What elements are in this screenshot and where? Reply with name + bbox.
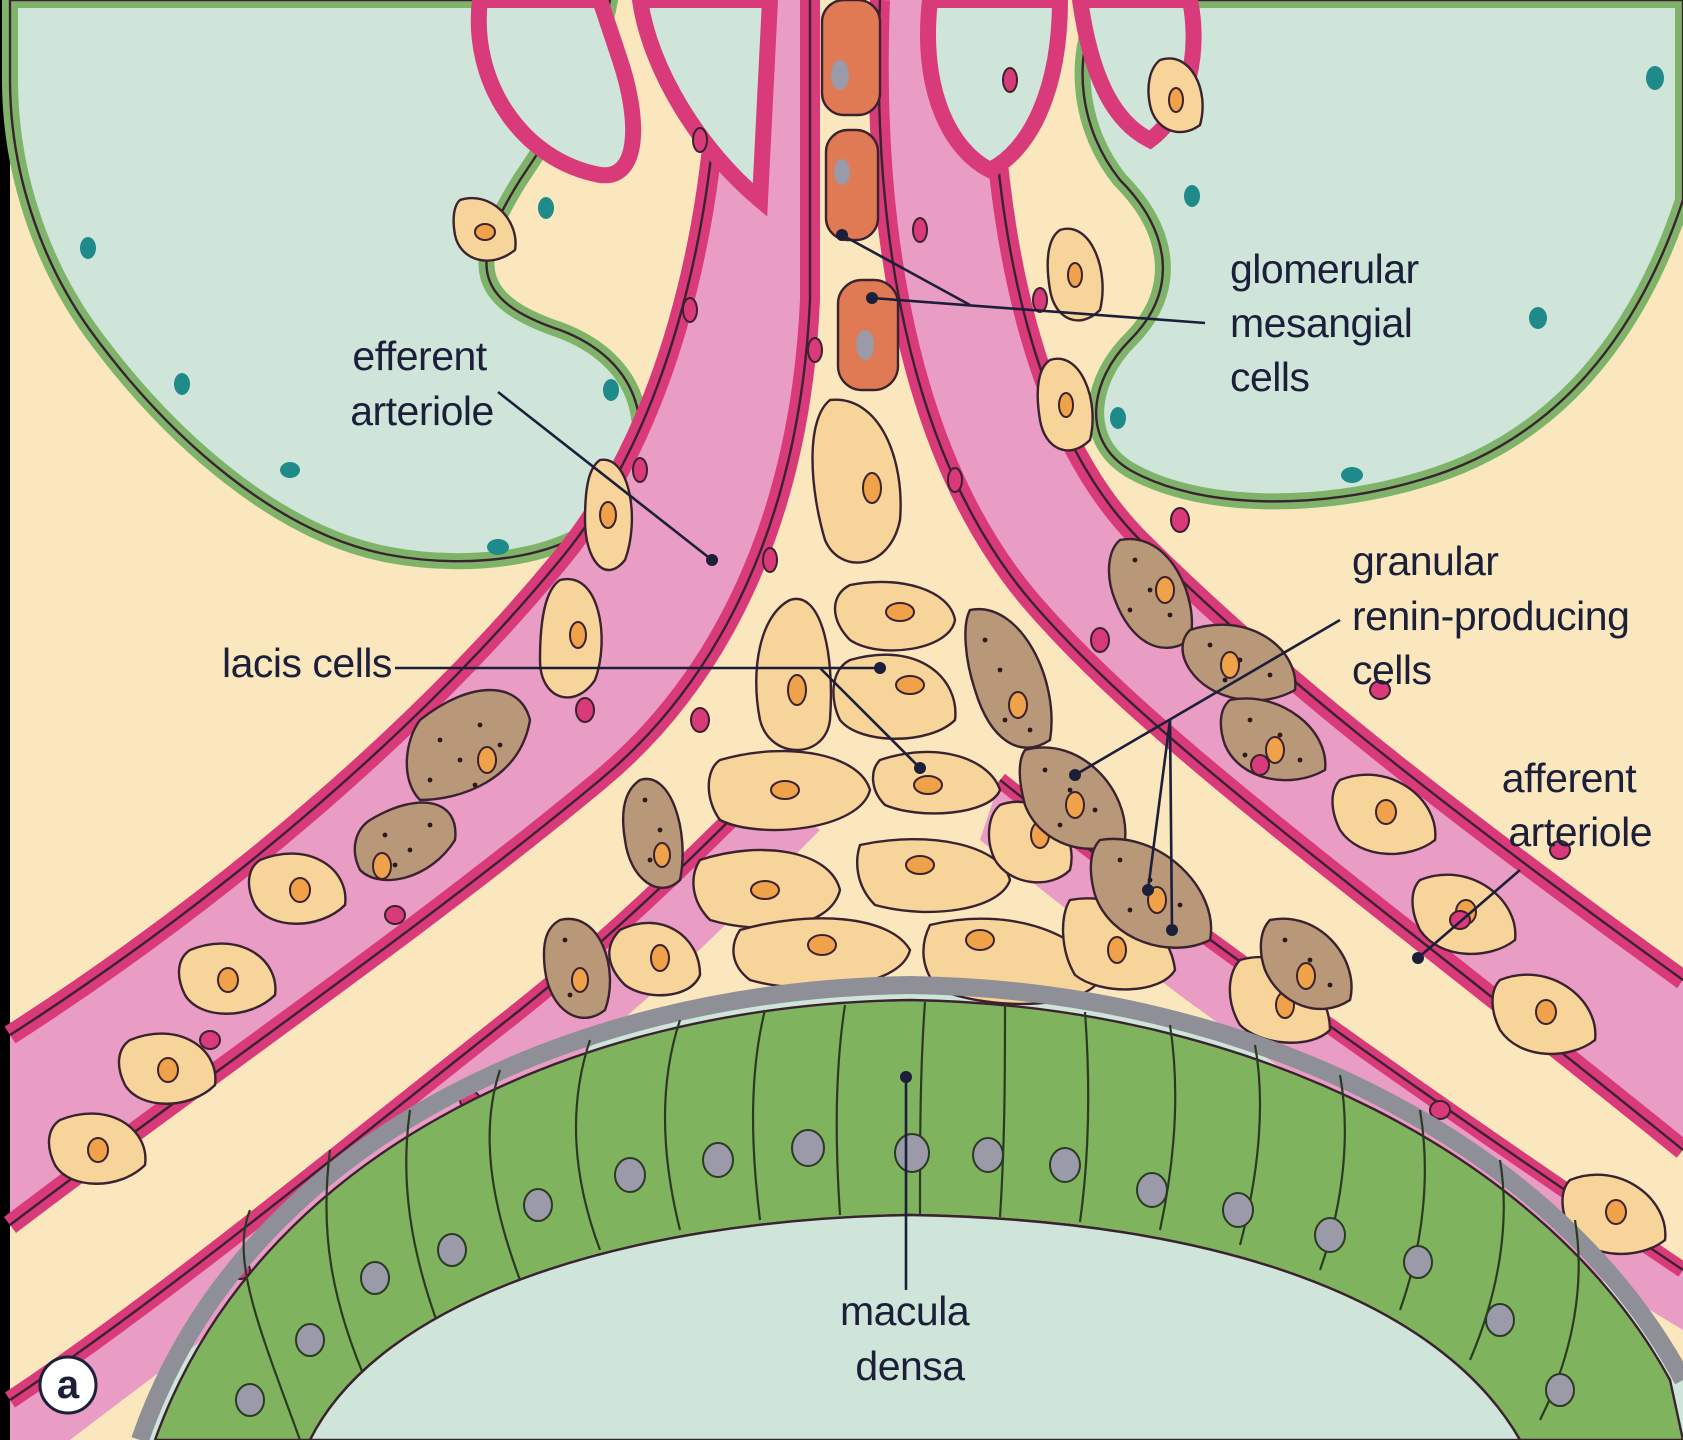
panel-letter-badge: a <box>40 1357 96 1413</box>
panel-letter: a <box>57 1363 80 1407</box>
label-lacis-cells: lacis cells <box>222 640 392 686</box>
